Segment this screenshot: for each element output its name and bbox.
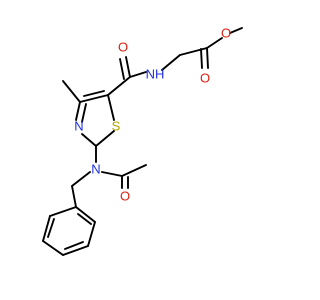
atom-ester-oxygen-single: O [221,26,231,41]
atom-thiazole-nitrogen: N [74,119,83,134]
bond-s-c2 [95,130,115,147]
bond-phenyl-1-2 [75,206,96,223]
bond-ester-c-double-o-b [200,48,203,69]
bond-phenyl-inner-b [64,241,84,250]
bond-n-benzyl-ch2 [71,171,91,187]
atom-acetyl-oxygen: O [120,189,130,204]
bond-phenyl-4-5 [42,240,64,256]
bond-c5-s [107,94,115,121]
bond-oxygen-carbonyl-ester [206,37,223,49]
bond-phenyl-6-1 [49,206,77,217]
atom-amide-nh: NH [146,67,165,82]
atom-thiazole-sulfur: S [112,119,121,134]
bond-c2-n3 [81,133,97,147]
bond-layer [42,27,243,256]
bond-acetyl-methyl [121,164,147,177]
bond-n3-c4-b [81,103,87,123]
atom-ester-oxygen-double: O [200,71,210,86]
bond-c4-methyl [62,80,81,103]
bond-phenyl-2-3 [87,221,96,247]
atom-amide-oxygen: O [118,40,128,55]
molecule-structure: O O NH O N S N O [42,26,243,256]
bond-phenyl-5-6 [42,215,51,242]
atom-label-layer: O O NH O N S N O [74,26,231,204]
bond-phenyl-inner-a [77,213,92,225]
bond-nh-amide-carbon [129,71,147,78]
atom-acetamide-nitrogen: N [91,162,100,177]
bond-ch2-phenyl [71,185,77,208]
bond-n-acetyl-carbon [101,171,123,177]
bond-ester-c-double-o-a [206,47,209,69]
bond-c4-c5-b [83,90,105,97]
bond-amide-c-double-o-a [125,56,131,78]
bond-phenyl-inner-c [47,218,55,238]
bond-c4-c5-a [79,94,109,103]
bond-ester-c-ch2 [179,47,208,56]
bond-phenyl-3-4 [62,245,89,256]
bond-amide-c-double-o-b [119,58,125,80]
bond-n3-c4-a [75,101,81,121]
bond-ch2-nh [161,54,181,71]
bond-amide-c-ring [107,76,131,96]
bond-methyl-oxygen [229,27,243,34]
